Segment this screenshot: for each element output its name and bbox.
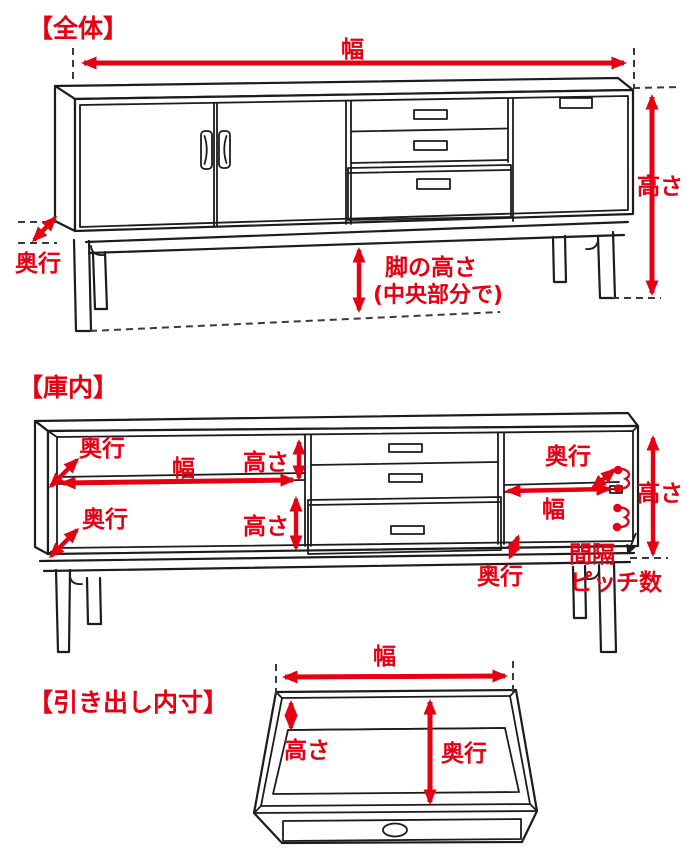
section-overall: 【全体】 — [15, 14, 683, 333]
interior-width-right-arrow — [505, 482, 612, 498]
label-overall-depth: 奥行 — [15, 250, 61, 277]
drawer-handle — [416, 178, 451, 190]
label-interior-spacing: 間隔 — [569, 542, 615, 568]
label-interior-width-right: 幅 — [542, 497, 565, 523]
overall-dimension-arrows — [31, 56, 659, 313]
spacing-leader-arrow — [626, 532, 637, 555]
drawer-handle — [388, 443, 423, 453]
drawer-width-arrow — [282, 669, 508, 684]
drawer-handle — [413, 140, 448, 151]
cabinet-interior-drawing — [33, 411, 640, 654]
interior-depth-bottom-arrow — [507, 534, 521, 560]
door-pull-left — [200, 130, 213, 170]
drawer-box-drawing — [252, 688, 539, 845]
drawer-title: 【引き出し内寸】 — [28, 688, 228, 717]
drawer-handle — [413, 109, 448, 120]
label-drawer-height: 高さ — [284, 737, 330, 764]
label-interior-depth-right: 奥行 — [545, 443, 591, 470]
interior-title: 【庫内】 — [18, 373, 118, 402]
section-interior: 【庫内】 — [18, 373, 683, 654]
label-interior-height-lower-left: 高さ — [243, 513, 289, 540]
label-overall-height: 高さ — [637, 173, 683, 200]
label-interior-depth-upper-left: 奥行 — [79, 435, 125, 462]
label-interior-depth-lower-left: 奥行 — [82, 506, 128, 533]
door-pull-right — [218, 130, 231, 169]
interior-depth-upper-left-arrow — [48, 457, 80, 489]
pitch-brace — [620, 506, 630, 529]
drawer-handle — [390, 525, 425, 535]
label-interior-width-left: 幅 — [172, 456, 195, 482]
label-interior-height-upper-left: 高さ — [243, 449, 289, 476]
label-interior-depth-bottom: 奥行 — [477, 563, 523, 590]
label-leg-height-line1: 脚の高さ — [385, 254, 477, 281]
drawer-handle — [388, 473, 423, 483]
label-interior-height-right: 高さ — [637, 480, 683, 507]
cabinet-overall-drawing — [53, 76, 635, 333]
shelf-pin-holes — [612, 465, 631, 532]
drawer-knob — [382, 822, 408, 838]
door-handle-right — [559, 97, 593, 109]
interior-depth-lower-left-arrow — [48, 527, 80, 559]
label-leg-height-line2: (中央部分で) — [373, 282, 503, 308]
label-drawer-depth: 奥行 — [441, 740, 487, 767]
pitch-brace — [620, 467, 631, 490]
label-interior-pitch-count: ピッチ数 — [570, 570, 663, 596]
label-overall-width: 幅 — [341, 37, 364, 63]
drawer-dashed-guides — [275, 661, 514, 695]
label-drawer-width: 幅 — [373, 644, 396, 670]
interior-width-left-arrow — [60, 473, 296, 490]
overall-depth-arrow — [31, 215, 58, 243]
interior-dimension-arrows — [48, 435, 660, 560]
overall-title: 【全体】 — [28, 14, 128, 43]
section-drawer: 【引き出し内寸】 幅 高さ — [28, 644, 539, 845]
drawer-dimension-arrows — [282, 669, 508, 805]
